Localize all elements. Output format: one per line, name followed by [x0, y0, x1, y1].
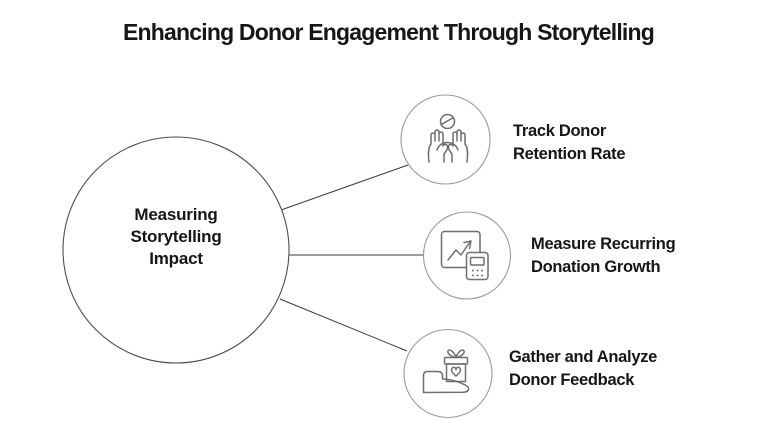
node-label-retention: Track Donor Retention Rate	[513, 122, 626, 163]
node-circle-retention	[400, 94, 491, 185]
node-circle-feedback	[403, 328, 493, 419]
page-title: Enhancing Donor Engagement Through Story…	[122, 19, 655, 45]
connector-line-bottom	[279, 298, 408, 352]
connector-line-top	[280, 164, 409, 211]
node-label-donation-growth: Measure Recurring Donation Growth	[531, 235, 676, 276]
hand-gift-heart-icon	[422, 349, 470, 394]
growth-chart-calculator-icon	[440, 230, 489, 281]
center-node-circle	[62, 136, 290, 364]
hands-holding-person-icon	[427, 113, 469, 163]
node-label-feedback: Gather and Analyze Donor Feedback	[509, 348, 658, 389]
center-node-label: Measuring Storytelling Impact	[130, 205, 222, 268]
